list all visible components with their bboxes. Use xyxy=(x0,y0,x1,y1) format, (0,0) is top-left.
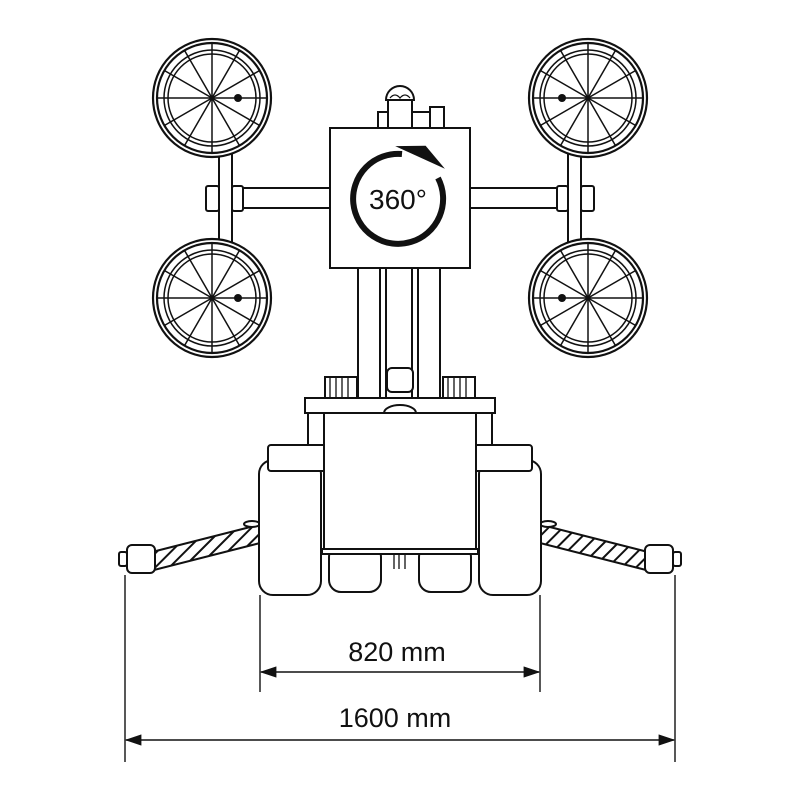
rotation-label: 360° xyxy=(369,184,427,215)
pad-frame xyxy=(205,149,595,246)
rotate-arrow-icon xyxy=(350,150,447,247)
outrigger-left[interactable] xyxy=(118,520,266,574)
suction-pad xyxy=(527,37,649,159)
dimension-track-width: 820 mm xyxy=(259,595,541,692)
rotation-motor xyxy=(377,85,445,131)
wheels xyxy=(258,459,542,596)
suction-pad xyxy=(151,237,273,359)
suction-pad xyxy=(527,237,649,359)
battery-housing xyxy=(323,412,477,551)
suction-pad xyxy=(151,37,273,159)
outrigger-right[interactable] xyxy=(534,520,682,574)
track-width-label: 820 mm xyxy=(348,637,446,667)
housing-base xyxy=(321,548,479,555)
rotation-head: 360° xyxy=(329,127,471,269)
dimension-outrigger-width: 1600 mm xyxy=(124,575,676,762)
suction-pads xyxy=(151,37,649,359)
outrigger-width-label: 1600 mm xyxy=(339,703,452,733)
